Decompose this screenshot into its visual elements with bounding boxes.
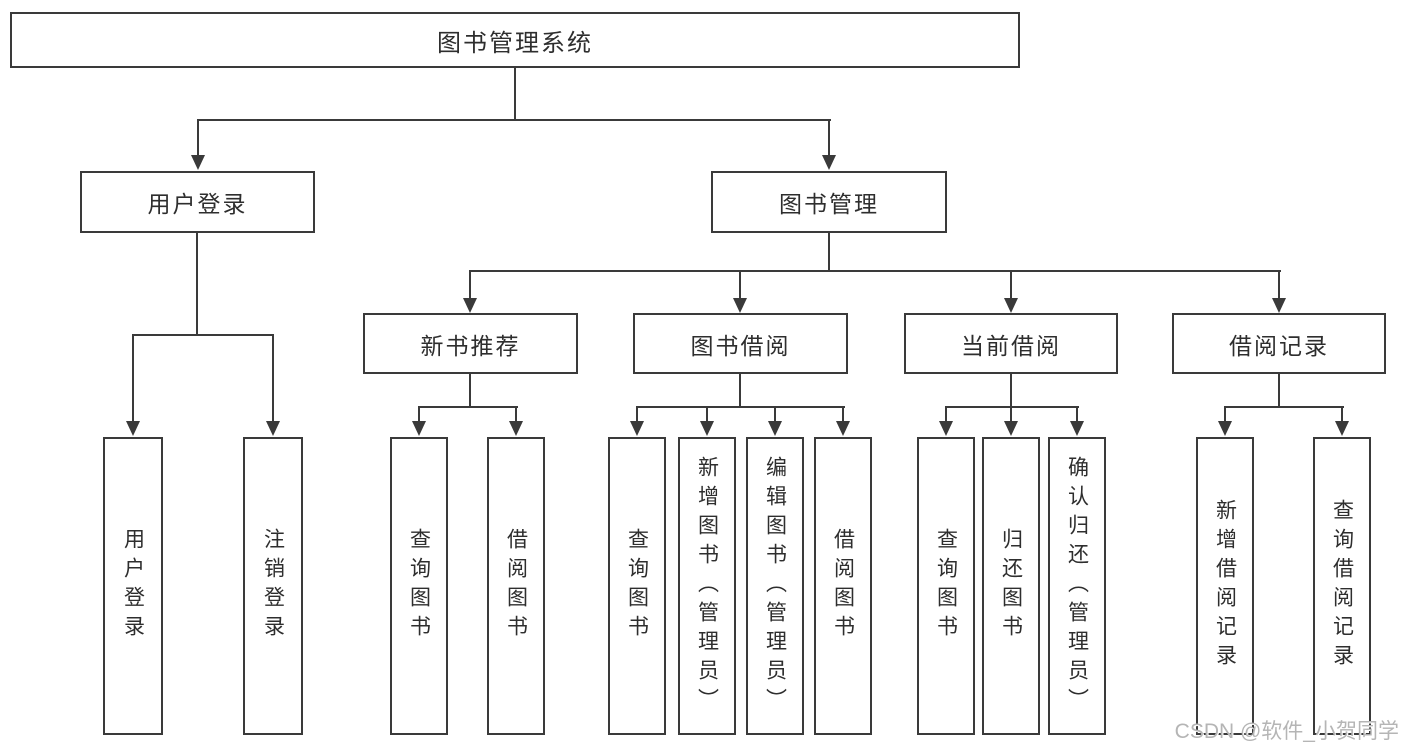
connector-line xyxy=(515,408,517,421)
node-label: 注销登录 xyxy=(261,528,285,644)
connector-line xyxy=(132,334,274,336)
node-label: 查询借阅记录 xyxy=(1330,499,1354,673)
node-label: 新增图书（管理员） xyxy=(695,455,719,717)
node-new-book-recommend: 新书推荐 xyxy=(363,313,578,374)
connector-line xyxy=(418,408,420,421)
connector-line xyxy=(1010,374,1012,408)
arrow-down-icon xyxy=(1335,421,1349,436)
connector-line xyxy=(1278,272,1280,298)
node-label: 图书管理 xyxy=(779,191,879,217)
connector-line xyxy=(636,406,845,408)
connector-line xyxy=(739,272,741,298)
node-label: 新书推荐 xyxy=(420,332,521,359)
arrow-down-icon xyxy=(630,421,644,436)
csdn-watermark: CSDN @软件_小贺同学 xyxy=(1174,720,1399,743)
leaf-borrow-books-recommend: 借阅图书 xyxy=(487,437,545,735)
node-label: 当前借阅 xyxy=(961,332,1061,359)
connector-line xyxy=(1010,408,1012,421)
connector-line xyxy=(842,408,844,421)
connector-line xyxy=(418,406,518,408)
leaf-query-books-recommend: 查询图书 xyxy=(390,437,448,735)
connector-line xyxy=(469,272,471,298)
node-label: 确认归还（管理员） xyxy=(1065,455,1089,717)
leaf-user-login: 用户登录 xyxy=(103,437,163,735)
node-current-borrow: 当前借阅 xyxy=(904,313,1118,374)
connector-line xyxy=(706,408,708,421)
connector-line xyxy=(514,68,516,121)
connector-line xyxy=(469,270,1281,272)
arrow-down-icon xyxy=(266,421,280,436)
connector-line xyxy=(196,233,198,336)
node-label: 查询图书 xyxy=(625,528,649,644)
node-label: 借阅记录 xyxy=(1229,332,1329,359)
arrow-down-icon xyxy=(1070,421,1084,436)
arrow-down-icon xyxy=(126,421,140,436)
arrow-down-icon xyxy=(700,421,714,436)
connector-line xyxy=(1076,408,1078,421)
leaf-logout: 注销登录 xyxy=(243,437,303,735)
connector-line xyxy=(945,408,947,421)
arrow-down-icon xyxy=(509,421,523,436)
arrow-down-icon xyxy=(191,155,205,170)
node-label: 查询图书 xyxy=(407,528,431,644)
node-label: 查询图书 xyxy=(934,528,958,644)
arrow-down-icon xyxy=(836,421,850,436)
connector-line xyxy=(132,336,134,421)
node-label: 归还图书 xyxy=(999,528,1023,644)
connector-line xyxy=(272,336,274,421)
node-borrow-records: 借阅记录 xyxy=(1172,313,1386,374)
arrow-down-icon xyxy=(1218,421,1232,436)
node-label: 借阅图书 xyxy=(504,528,528,644)
leaf-query-books-borrow: 查询图书 xyxy=(608,437,666,735)
arrow-down-icon xyxy=(1272,298,1286,313)
leaf-query-borrow-record: 查询借阅记录 xyxy=(1313,437,1371,735)
arrow-down-icon xyxy=(463,298,477,313)
leaf-borrow-books: 借阅图书 xyxy=(814,437,872,735)
node-label: 用户登录 xyxy=(147,191,248,217)
connector-line xyxy=(1224,406,1344,408)
leaf-query-books-current: 查询图书 xyxy=(917,437,975,735)
leaf-edit-book-admin: 编辑图书（管理员） xyxy=(746,437,804,735)
leaf-add-book-admin: 新增图书（管理员） xyxy=(678,437,736,735)
connector-line xyxy=(469,374,471,408)
node-label: 图书管理系统 xyxy=(437,29,593,57)
arrow-down-icon xyxy=(1004,298,1018,313)
node-book-management: 图书管理 xyxy=(711,171,947,233)
node-label: 新增借阅记录 xyxy=(1213,499,1237,673)
connector-line xyxy=(197,119,831,121)
arrow-down-icon xyxy=(939,421,953,436)
arrow-down-icon xyxy=(1004,421,1018,436)
arrow-down-icon xyxy=(412,421,426,436)
connector-line xyxy=(828,233,830,272)
connector-line xyxy=(774,408,776,421)
connector-line xyxy=(197,121,199,155)
arrow-down-icon xyxy=(768,421,782,436)
node-label: 用户登录 xyxy=(121,528,145,644)
connector-line xyxy=(1010,272,1012,298)
leaf-add-borrow-record: 新增借阅记录 xyxy=(1196,437,1254,735)
arrow-down-icon xyxy=(822,155,836,170)
node-library-management-system: 图书管理系统 xyxy=(10,12,1020,68)
node-book-borrow: 图书借阅 xyxy=(633,313,848,374)
connector-line xyxy=(739,374,741,408)
node-label: 借阅图书 xyxy=(831,528,855,644)
node-user-login: 用户登录 xyxy=(80,171,315,233)
leaf-return-books: 归还图书 xyxy=(982,437,1040,735)
arrow-down-icon xyxy=(733,298,747,313)
connector-line xyxy=(1278,374,1280,408)
node-label: 编辑图书（管理员） xyxy=(763,455,787,717)
leaf-confirm-return-admin: 确认归还（管理员） xyxy=(1048,437,1106,735)
connector-line xyxy=(945,406,1079,408)
connector-line xyxy=(828,121,830,155)
connector-line xyxy=(1224,408,1226,421)
connector-line xyxy=(636,408,638,421)
connector-line xyxy=(1341,408,1343,421)
node-label: 图书借阅 xyxy=(690,332,791,359)
